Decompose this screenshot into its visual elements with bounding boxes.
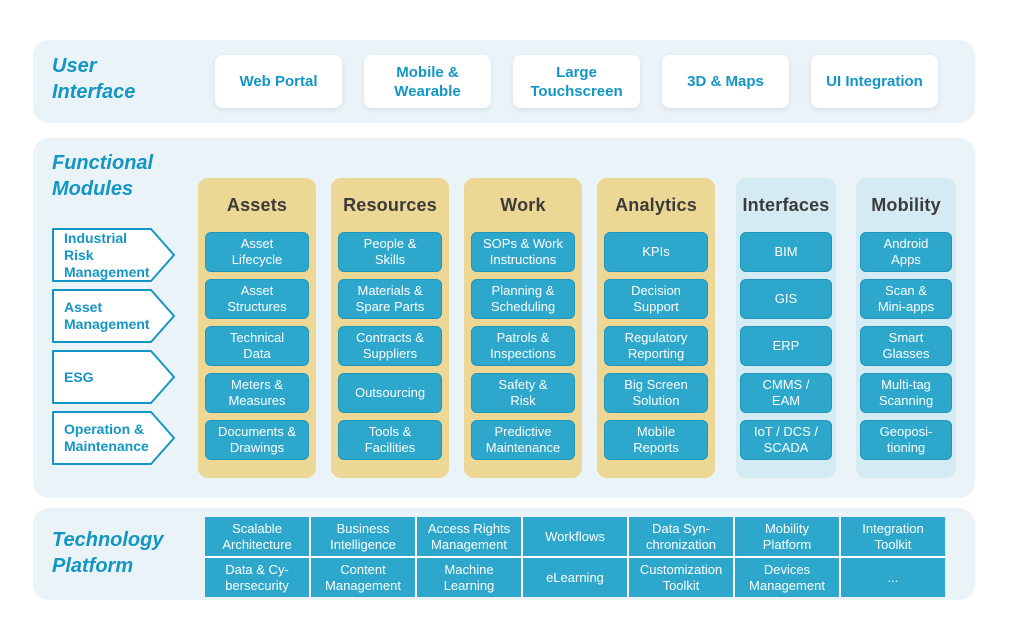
ui-cards: Web Portal Mobile & Wearable Large Touchsc… <box>215 55 938 108</box>
tech-item-mobility-platform: Mobility Platform <box>735 517 839 556</box>
tech-item-data-syn-chronization: Data Syn- chronization <box>629 517 733 556</box>
module-item-predictive-maintenance: Predictive Maintenance <box>471 420 575 460</box>
module-item-technical-data: Technical Data <box>205 326 309 366</box>
tech-item-scalable-architecture: Scalable Architecture <box>205 517 309 556</box>
module-item-materials-spare-parts: Materials & Spare Parts <box>338 279 442 319</box>
arrow-shape-icon <box>52 350 175 404</box>
module-item-bim: BIM <box>740 232 832 272</box>
tech-item-elearning: eLearning <box>523 558 627 597</box>
module-arrow-label: Operation & Maintenance <box>64 421 149 454</box>
module-arrow-label: Industrial Risk Management <box>64 229 150 280</box>
technology-platform-title-line2: Platform <box>52 555 134 577</box>
module-item-sops-work-instructions: SOPs & Work Instructions <box>471 232 575 272</box>
tech-item-devices-management: Devices Management <box>735 558 839 597</box>
user-interface-title: User Interface <box>52 53 135 105</box>
user-interface-section: User Interface Web Portal Mobile & Wearab… <box>33 40 975 123</box>
technology-platform-title-line1: Technology <box>52 529 164 551</box>
tech-item-business-intelligence: Business Intelligence <box>311 517 415 556</box>
column-header-work: Work <box>500 195 546 215</box>
tech-item-integration-toolkit: Integration Toolkit <box>841 517 945 556</box>
module-arrow-label: ESG <box>64 368 94 385</box>
column-header-mobility: Mobility <box>871 195 941 215</box>
module-item-big-screen-solution: Big Screen Solution <box>604 373 708 413</box>
module-item-gis: GIS <box>740 279 832 319</box>
functional-modules-title-line1: Functional <box>52 152 154 174</box>
column-header-analytics: Analytics <box>615 195 697 215</box>
arrow-shape-icon <box>52 289 175 343</box>
module-item-smart-glasses: Smart Glasses <box>860 326 952 366</box>
module-item-iot-dcs-scada: IoT / DCS / SCADA <box>740 420 832 460</box>
module-item-multi-tag-scanning: Multi-tag Scanning <box>860 373 952 413</box>
module-arrow-asset-management: Asset Management <box>52 289 175 343</box>
module-item-android-apps: Android Apps <box>860 232 952 272</box>
module-item-mobile-reports: Mobile Reports <box>604 420 708 460</box>
tech-item-machine-learning: Machine Learning <box>417 558 521 597</box>
column-header-interfaces: Interfaces <box>742 195 830 215</box>
functional-modules-section: Functional Modules Industrial Risk Manag… <box>33 138 975 498</box>
module-item-documents-drawings: Documents & Drawings <box>205 420 309 460</box>
module-item-scan-mini-apps: Scan & Mini-apps <box>860 279 952 319</box>
module-item-safety-risk: Safety & Risk <box>471 373 575 413</box>
module-item-outsourcing: Outsourcing <box>338 373 442 413</box>
ui-option-card-mobile-wearable: Mobile & Wearable <box>364 55 491 108</box>
column-header-assets: Assets <box>226 195 288 215</box>
module-item-cmms-eam: CMMS / EAM <box>740 373 832 413</box>
arrow-shape-icon <box>52 228 175 282</box>
module-item-contracts-suppliers: Contracts & Suppliers <box>338 326 442 366</box>
technology-platform-section: Technology Platform Scalable Architectur… <box>33 508 975 600</box>
functional-modules-title: Functional Modules <box>52 150 153 202</box>
module-item-asset-structures: Asset Structures <box>205 279 309 319</box>
module-arrow-industrial-risk-management: Industrial Risk Management <box>52 228 175 282</box>
module-arrow-esg: ESG <box>52 350 175 404</box>
module-item-erp: ERP <box>740 326 832 366</box>
module-arrow-label: Asset Management <box>64 299 150 332</box>
functional-modules-title-line2: Modules <box>52 178 134 200</box>
tech-item-data-cy-bersecurity: Data & Cy- bersecurity <box>205 558 309 597</box>
column-header-resources: Resources <box>343 195 437 215</box>
module-item-patrols-inspections: Patrols & Inspections <box>471 326 575 366</box>
tech-item-workflows: Workflows <box>523 517 627 556</box>
tech-item-access-rights-management: Access Rights Management <box>417 517 521 556</box>
module-item-tools-facilities: Tools & Facilities <box>338 420 442 460</box>
module-item-planning-scheduling: Planning & Scheduling <box>471 279 575 319</box>
tech-item-content-management: Content Management <box>311 558 415 597</box>
ui-option-card-large-touchscreen: Large Touchscreen <box>513 55 640 108</box>
tech-item-more: ... <box>841 558 945 597</box>
module-item-asset-lifecycle: Asset Lifecycle <box>205 232 309 272</box>
module-item-geoposi-tioning: Geoposi- tioning <box>860 420 952 460</box>
user-interface-title-line2: Interface <box>52 81 136 103</box>
module-item-people-skills: People & Skills <box>338 232 442 272</box>
arrow-shape-icon <box>52 411 175 465</box>
module-item-meters-measures: Meters & Measures <box>205 373 309 413</box>
module-arrow-operation-maintenance: Operation & Maintenance <box>52 411 175 465</box>
technology-platform-title: Technology Platform <box>52 527 163 579</box>
module-item-kpis: KPIs <box>604 232 708 272</box>
module-item-decision-support: Decision Support <box>604 279 708 319</box>
ui-option-card-ui-integration: UI Integration <box>811 55 938 108</box>
ui-option-card-3d-maps: 3D & Maps <box>662 55 789 108</box>
module-item-regulatory-reporting: Regulatory Reporting <box>604 326 708 366</box>
user-interface-title-line1: User <box>52 55 97 77</box>
tech-item-customization-toolkit: Customization Toolkit <box>629 558 733 597</box>
ui-option-card-web-portal: Web Portal <box>215 55 342 108</box>
